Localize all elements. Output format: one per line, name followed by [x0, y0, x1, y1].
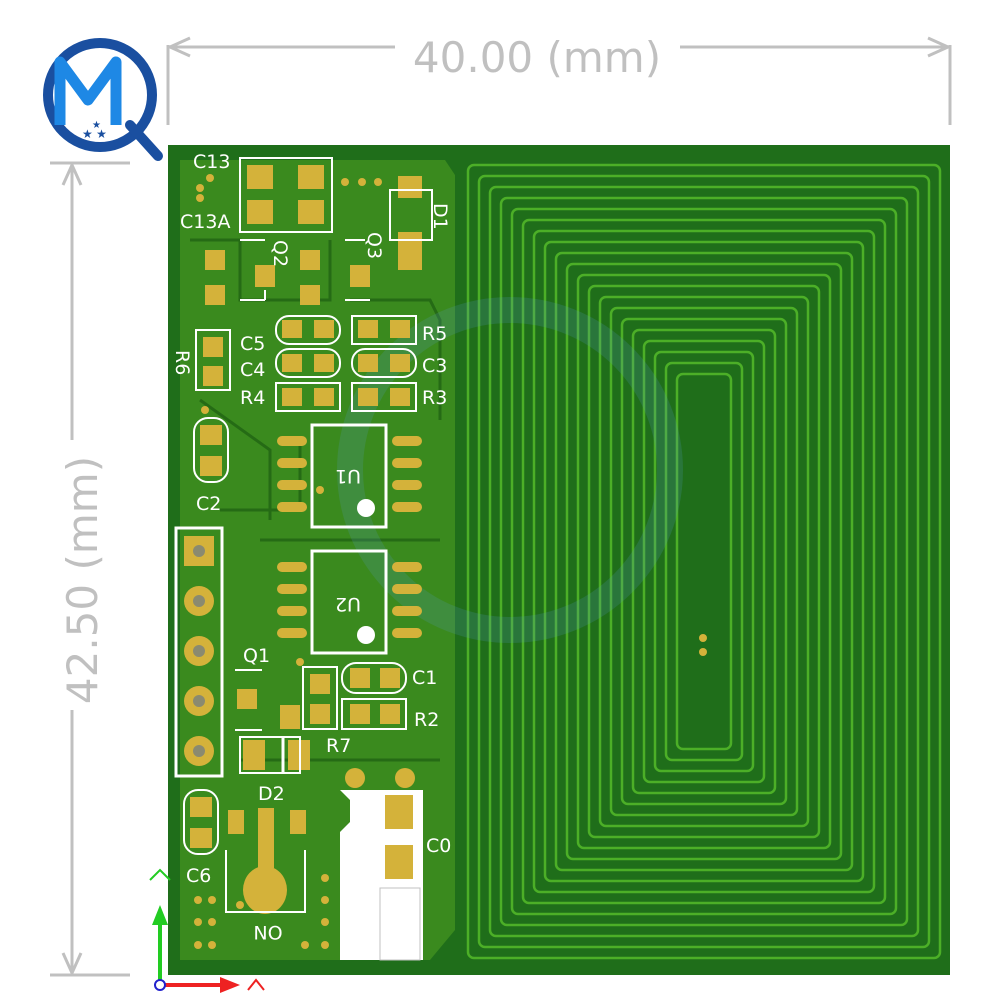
width-label: 40.00 (mm)	[413, 33, 661, 82]
silk-q1: Q1	[243, 645, 270, 667]
coil-turn	[620, 317, 788, 806]
silk-c5: C5	[240, 333, 265, 355]
coil-turn	[466, 163, 942, 960]
coil-turn	[675, 372, 733, 751]
c6-capacitor	[183, 789, 219, 855]
silk-c6: C6	[186, 865, 211, 887]
r6-resistor	[195, 329, 231, 391]
coil-turn	[587, 284, 821, 839]
silk-c0: C0	[426, 835, 451, 857]
silk-c1: C1	[412, 667, 437, 689]
u2-ic	[277, 549, 422, 655]
d1-diode	[389, 176, 433, 270]
coil-turn	[477, 174, 931, 949]
c0-battery-holder	[340, 768, 423, 961]
silk-q3: Q3	[363, 232, 385, 259]
silk-r6: R6	[171, 350, 193, 375]
coil-turn	[554, 251, 854, 872]
silk-on: ON	[253, 921, 282, 943]
width-dimension: 40.00 (mm)	[166, 33, 952, 125]
coil-terminal-pad	[699, 648, 707, 656]
antenna-coil	[466, 163, 942, 960]
silk-r3: R3	[422, 387, 447, 409]
coil-turn	[664, 361, 744, 762]
u1-ic	[277, 423, 422, 529]
coil-turn	[653, 350, 755, 773]
silk-u2: U2	[335, 593, 361, 615]
silk-r4: R4	[240, 387, 265, 409]
svg-text:★ ★: ★ ★	[82, 127, 107, 141]
coil-turn	[609, 306, 799, 817]
coil-turn	[576, 273, 832, 850]
svg-text:★: ★	[92, 120, 101, 131]
c2-capacitor	[193, 417, 229, 483]
coil-turn	[488, 185, 920, 938]
pin-header	[174, 526, 224, 778]
coil-turn	[499, 196, 909, 927]
height-dimension: 42.50 (mm)	[50, 161, 130, 977]
left-passive-group	[275, 315, 341, 412]
silk-c2: C2	[196, 493, 221, 515]
silk-u1: U1	[335, 465, 361, 487]
q2-transistor	[205, 239, 275, 305]
coil-turn	[631, 328, 777, 795]
q1-transistor	[235, 669, 300, 731]
coil-turn	[565, 262, 843, 861]
coil-turn	[543, 240, 865, 883]
q3-transistor	[300, 239, 370, 305]
silk-c13: C13	[193, 151, 230, 173]
c1-r2-group	[341, 662, 407, 730]
silk-d2: D2	[258, 783, 285, 805]
right-passive-group	[351, 315, 417, 412]
silk-r5: R5	[422, 323, 447, 345]
d2-diode	[239, 736, 310, 774]
silk-c3: C3	[422, 355, 447, 377]
axis-gizmo	[149, 868, 265, 993]
coil-terminal-pad	[699, 634, 707, 642]
mq-logo: ★ ★ ★	[43, 38, 163, 161]
on-switch	[194, 808, 329, 949]
silk-r7: R7	[326, 735, 351, 757]
via-group	[196, 174, 382, 909]
height-label: 42.50 (mm)	[58, 456, 107, 704]
coil-turn	[598, 295, 810, 828]
silk-r2: R2	[414, 709, 439, 731]
silk-q2: Q2	[269, 240, 291, 267]
silk-c13a: C13A	[180, 211, 230, 233]
coil-turn	[642, 339, 766, 784]
watermark	[337, 297, 683, 643]
coil-turn	[532, 229, 876, 894]
coil-turn	[510, 207, 898, 916]
c13-capacitors	[239, 157, 333, 233]
silk-d1: D1	[429, 203, 451, 230]
trace-group	[190, 238, 442, 762]
silk-c4: C4	[240, 359, 265, 381]
coil-turn	[521, 218, 887, 905]
r7-resistor	[302, 666, 338, 730]
